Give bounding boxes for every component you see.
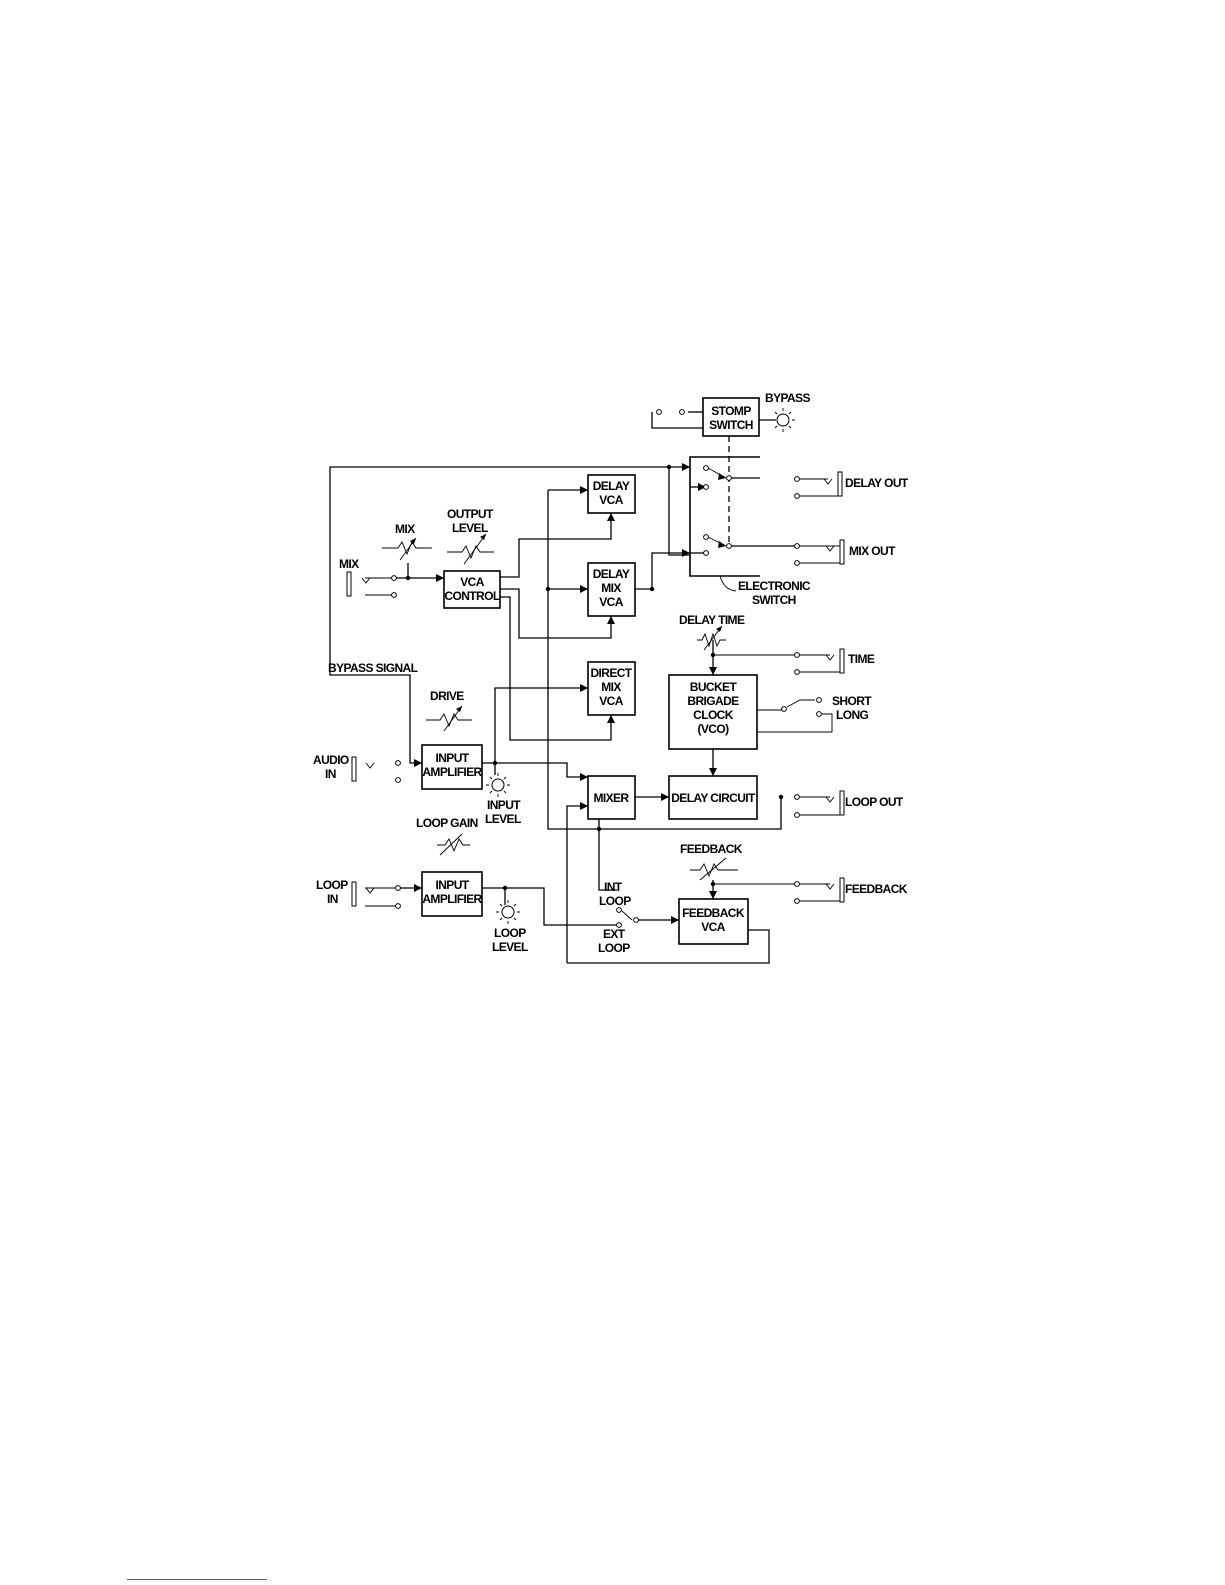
bypass-signal-label: BYPASS SIGNAL	[328, 661, 418, 675]
loop-out-jack	[839, 790, 845, 816]
input-level-label-2: LEVEL	[485, 812, 521, 826]
output-jacks	[823, 471, 845, 903]
mix-knob-label: MIX	[395, 522, 415, 536]
feedback-vca-block: FEEDBACK VCA	[678, 898, 749, 945]
mix-jack	[346, 571, 352, 597]
mix-out-jack	[839, 539, 845, 565]
arrowheads	[414, 463, 726, 924]
loop-gain-knob-icon	[437, 833, 470, 856]
mix-out-label: MIX OUT	[849, 544, 896, 558]
loop-in-jack	[351, 881, 357, 907]
loop-out-label: LOOP OUT	[845, 795, 904, 809]
feedback-vca-label-2: VCA	[701, 920, 725, 934]
vca-control-block: VCA CONTROL	[443, 570, 501, 609]
delay-circuit-block: DELAY CIRCUIT	[668, 775, 758, 820]
bypass-led-icon	[771, 408, 795, 432]
loop-level-led-icon	[496, 900, 520, 924]
audio-amp-label-1: INPUT	[435, 751, 469, 765]
delay-out-label: DELAY OUT	[845, 476, 909, 490]
vca-control-label-1: VCA	[460, 575, 484, 589]
stomp-switch-label-2: SWITCH	[709, 418, 753, 432]
feedback-jack-label: FEEDBACK	[845, 882, 908, 896]
audio-in-jack	[351, 756, 357, 782]
output-level-label-2: LEVEL	[452, 521, 488, 535]
direct-mix-vca-label-3: VCA	[599, 694, 623, 708]
audio-in-label-2: IN	[325, 767, 336, 781]
delay-vca-block: DELAY VCA	[587, 474, 636, 514]
bbd-clock-label-3: CLOCK	[693, 708, 734, 722]
audio-in-label-1: AUDIO	[313, 753, 349, 767]
bbd-clock-label-1: BUCKET	[690, 680, 738, 694]
bucket-brigade-clock-block: BUCKET BRIGADE CLOCK (VCO)	[668, 674, 758, 750]
loop-amp-label-1: INPUT	[435, 878, 469, 892]
delay-mix-vca-label-3: VCA	[599, 595, 623, 609]
output-level-label-1: OUTPUT	[447, 507, 494, 521]
direct-mix-vca-block: DIRECT MIX VCA	[587, 661, 636, 716]
delay-out-jack	[837, 471, 843, 497]
delay-time-knob-icon	[697, 625, 726, 651]
mix-jack-label: MIX	[339, 557, 359, 571]
loop-gain-label: LOOP GAIN	[416, 816, 478, 830]
electronic-switch-label-2: SWITCH	[752, 593, 796, 607]
feedback-vca-label-1: FEEDBACK	[682, 906, 745, 920]
feedback-knob-icon	[690, 857, 738, 881]
electronic-switch-pointer	[719, 575, 737, 592]
loop-in-label-2: IN	[327, 892, 338, 906]
mix-knob-icon	[382, 537, 432, 561]
audio-input-amplifier-block: INPUT AMPLIFIER	[421, 744, 483, 790]
delay-mix-vca-label-1: DELAY	[593, 567, 630, 581]
terminals	[391, 409, 822, 928]
mixer-label: MIXER	[593, 791, 629, 805]
electronic-switch-label-1: ELECTRONIC	[738, 579, 811, 593]
feedback-jack	[839, 877, 845, 903]
electronic-switch-block	[689, 456, 760, 577]
input-level-label-1: INPUT	[487, 798, 521, 812]
drive-knob-icon	[426, 705, 472, 732]
input-level-led-icon	[486, 773, 510, 797]
delay-mix-vca-block: DELAY MIX VCA	[587, 562, 636, 617]
stomp-switch-block: STOMP SWITCH	[702, 397, 760, 437]
mixer-block: MIXER	[587, 775, 636, 820]
delay-circuit-label: DELAY CIRCUIT	[671, 791, 756, 805]
loop-level-label-2: LEVEL	[492, 940, 528, 954]
ext-loop-label-2: LOOP	[598, 941, 630, 955]
loop-input-amplifier-block: INPUT AMPLIFIER	[421, 871, 483, 917]
delay-time-label: DELAY TIME	[679, 613, 745, 627]
bbd-clock-label-4: (VCO)	[698, 722, 730, 736]
delay-vca-label-1: DELAY	[593, 479, 630, 493]
time-label: TIME	[848, 652, 875, 666]
loop-amp-label-2: AMPLIFIER	[422, 892, 482, 906]
int-loop-label-1: INT	[604, 880, 623, 894]
direct-mix-vca-label-1: DIRECT	[590, 666, 632, 680]
bypass-label: BYPASS	[765, 391, 810, 405]
feedback-knob-label: FEEDBACK	[680, 842, 743, 856]
long-label: LONG	[836, 708, 869, 722]
diagram-labels: BYPASS DELAY OUT MIX OUT ELECTRONIC SWIT…	[313, 391, 909, 955]
short-label: SHORT	[832, 694, 872, 708]
output-level-knob-icon	[447, 533, 494, 565]
junction-dots	[405, 464, 784, 891]
ext-loop-label-1: EXT	[603, 927, 626, 941]
int-loop-label-2: LOOP	[599, 894, 631, 908]
drive-label: DRIVE	[430, 689, 464, 703]
input-jacks	[346, 571, 375, 907]
bbd-clock-label-2: BRIGADE	[687, 694, 739, 708]
delay-mix-vca-label-2: MIX	[601, 581, 621, 595]
loop-in-label-1: LOOP	[316, 878, 348, 892]
vca-control-label-2: CONTROL	[444, 589, 499, 603]
delay-vca-label-2: VCA	[599, 493, 623, 507]
time-jack	[839, 648, 845, 674]
direct-mix-vca-label-2: MIX	[601, 680, 621, 694]
loop-level-label-1: LOOP	[494, 926, 526, 940]
audio-amp-label-2: AMPLIFIER	[422, 765, 482, 779]
stomp-switch-label-1: STOMP	[711, 404, 751, 418]
footer-rule	[127, 1579, 267, 1580]
